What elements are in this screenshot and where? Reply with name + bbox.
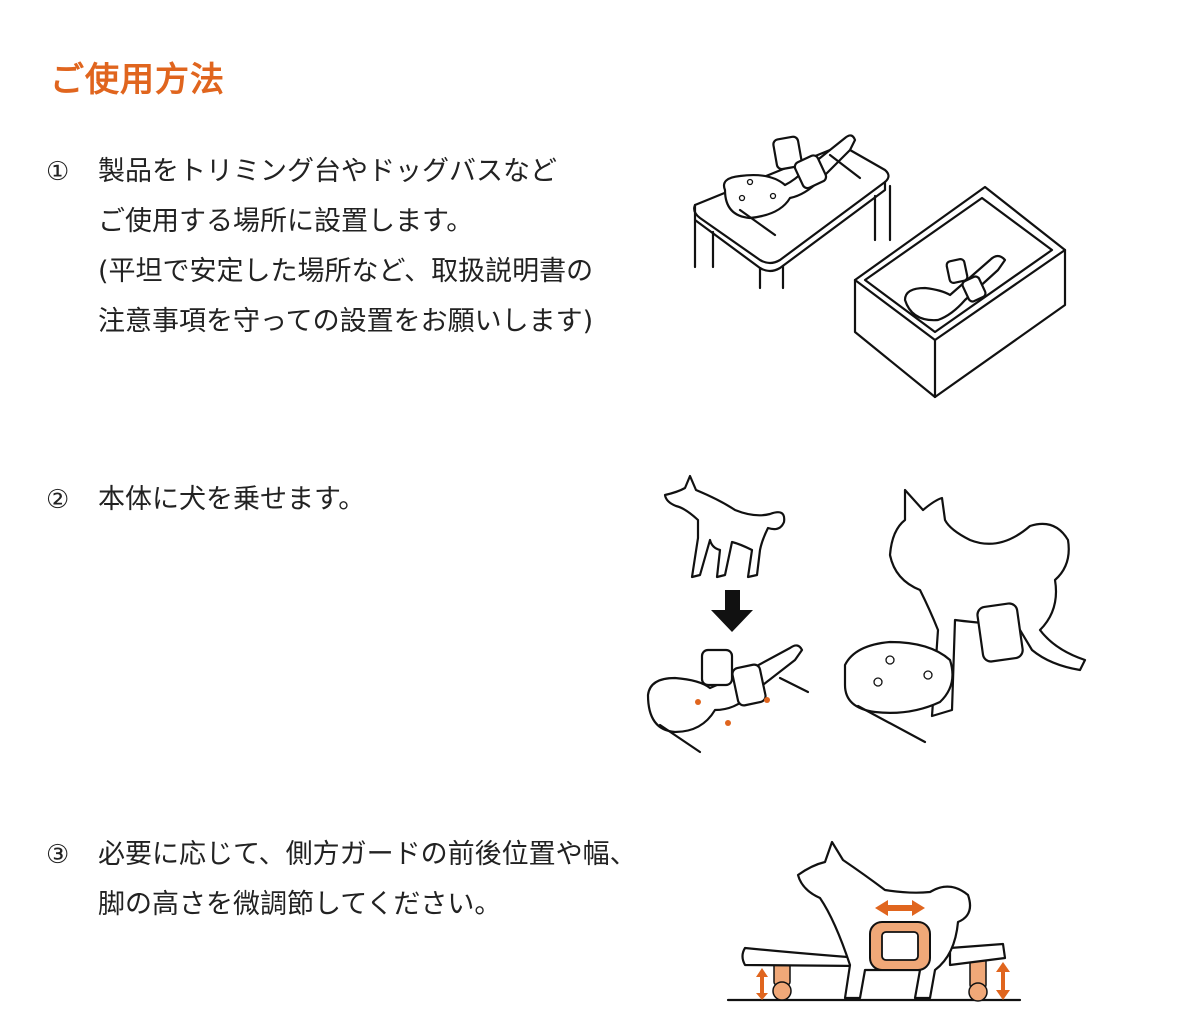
page-title: ご使用方法 — [50, 60, 225, 100]
illustration-dog-on-product — [646, 474, 1087, 754]
step-3: ③ 必要に応じて、側方ガードの前後位置や幅、 脚の高さを微調節してください。 — [46, 830, 637, 930]
product-with-pawprints-icon — [646, 644, 810, 754]
large-dog-on-product-icon — [843, 488, 1087, 744]
dog-icon — [796, 840, 972, 1000]
step-text-line: (平坦で安定した場所など、取扱説明書の — [98, 256, 594, 287]
adjust-arrows-icon — [756, 900, 1010, 1000]
step-2: ② 本体に犬を乗せます。 — [46, 475, 365, 525]
step-number: ① — [46, 157, 70, 187]
step-text-line: 脚の高さを微調節してください。 — [98, 889, 502, 920]
step-text-line: 製品をトリミング台やドッグバスなど — [98, 156, 557, 187]
step-number: ② — [46, 485, 70, 515]
illustration-table-and-bath — [693, 134, 1067, 399]
small-dog-icon — [663, 474, 786, 579]
step-text-line: 必要に応じて、側方ガードの前後位置や幅、 — [98, 839, 637, 870]
leg-left-icon — [772, 954, 792, 1001]
step-number: ③ — [46, 840, 70, 870]
step-text-line: ご使用する場所に設置します。 — [98, 206, 474, 237]
platform-left — [741, 946, 862, 968]
step-text-line: 注意事項を守っての設置をお願いします) — [98, 306, 594, 337]
trimming-table-icon — [693, 146, 892, 290]
platform-right — [948, 942, 1007, 967]
step-text-line: 本体に犬を乗せます。 — [98, 484, 366, 515]
leg-right-icon — [968, 957, 988, 1002]
product-on-table-icon — [722, 134, 862, 237]
step-1: ① 製品をトリミング台やドッグバスなど ご使用する場所に設置します。 (平坦で安… — [46, 147, 593, 347]
down-arrow-icon — [711, 590, 753, 632]
dog-bath-icon — [853, 185, 1067, 399]
side-guard-icon — [869, 921, 931, 971]
illustration-adjustments — [726, 840, 1022, 1002]
